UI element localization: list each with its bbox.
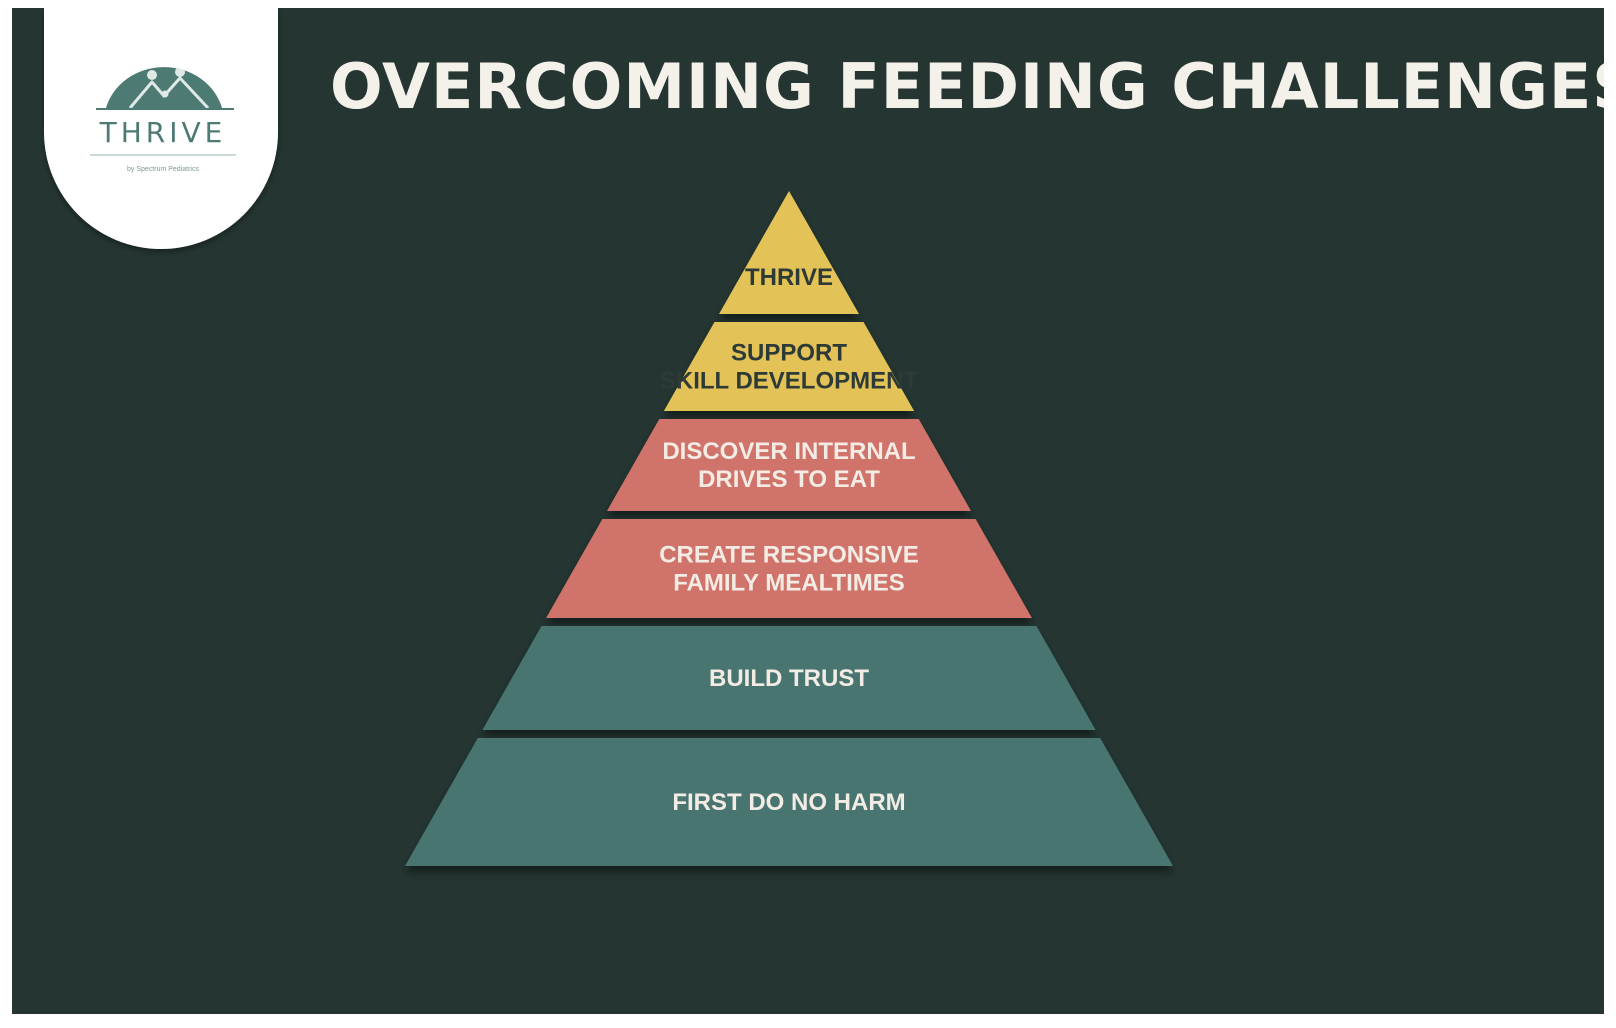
tier-shape — [546, 519, 1032, 618]
tier-shape — [405, 738, 1173, 866]
pyramid-tier-build-trust: BUILD TRUST — [482, 626, 1096, 730]
tier-label: SKILL DEVELOPMENT — [660, 368, 919, 395]
tier-label: SUPPORT — [731, 340, 847, 367]
pyramid-tier-thrive: THRIVE — [719, 191, 859, 314]
infographic-panel: THRIVE by Spectrum Pediatrics THRIVE SUPP… — [12, 8, 1604, 1014]
infographic-canvas: THRIVE by Spectrum Pediatrics THRIVE SUPP… — [12, 8, 1604, 1014]
mountain-family-icon — [96, 67, 234, 110]
tier-shape — [482, 626, 1096, 730]
tier-label: BUILD TRUST — [709, 665, 869, 692]
logo-badge: THRIVE by Spectrum Pediatrics — [44, 8, 278, 249]
logo-tagline: by Spectrum Pediatrics — [127, 166, 199, 173]
tier-label: CREATE RESPONSIVE — [659, 542, 919, 569]
tier-label: DRIVES TO EAT — [698, 466, 880, 493]
tier-label: DISCOVER INTERNAL — [662, 438, 915, 465]
tier-label: THRIVE — [745, 264, 833, 291]
tier-label: FAMILY MEALTIMES — [673, 570, 905, 597]
tier-shape — [663, 322, 915, 411]
page-title: OVERCOMING FEEDING CHALLENGES — [330, 50, 1604, 123]
logo-badge-shape — [44, 8, 278, 249]
pyramid-tier-first-do-no-harm: FIRST DO NO HARM — [405, 738, 1173, 866]
tier-shape — [606, 419, 972, 511]
tier-shape — [719, 191, 859, 314]
logo-name: THRIVE — [99, 116, 227, 149]
tier-label: FIRST DO NO HARM — [672, 789, 905, 816]
